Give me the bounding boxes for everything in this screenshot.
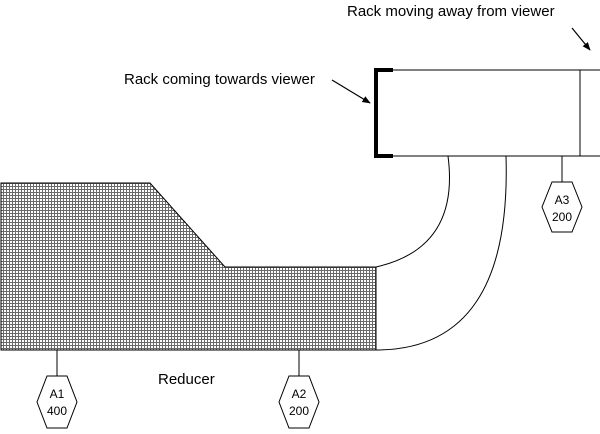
- tag-a3: A3 200: [541, 156, 583, 233]
- label-reducer: Reducer: [158, 371, 215, 388]
- tag-a1-id: A1: [50, 387, 65, 401]
- tag-a1-value: 400: [47, 404, 67, 418]
- tag-a2: A2 200: [278, 350, 320, 429]
- tag-a3-value: 200: [552, 210, 572, 224]
- rack-towards-arrow: [331, 79, 371, 104]
- duct-outer-curve: [375, 155, 507, 351]
- duct-inner-curve: [375, 155, 450, 268]
- rack-front-bracket: [374, 68, 393, 158]
- tag-a1: A1 400: [36, 350, 78, 429]
- tag-a2-value: 200: [289, 404, 309, 418]
- tag-a3-id: A3: [555, 193, 570, 207]
- reducer-body: [0, 182, 377, 351]
- label-rack-away: Rack moving away from viewer: [347, 3, 555, 20]
- label-rack-towards: Rack coming towards viewer: [124, 71, 315, 88]
- tag-a2-id: A2: [292, 387, 307, 401]
- rack-away-arrow: [571, 27, 591, 51]
